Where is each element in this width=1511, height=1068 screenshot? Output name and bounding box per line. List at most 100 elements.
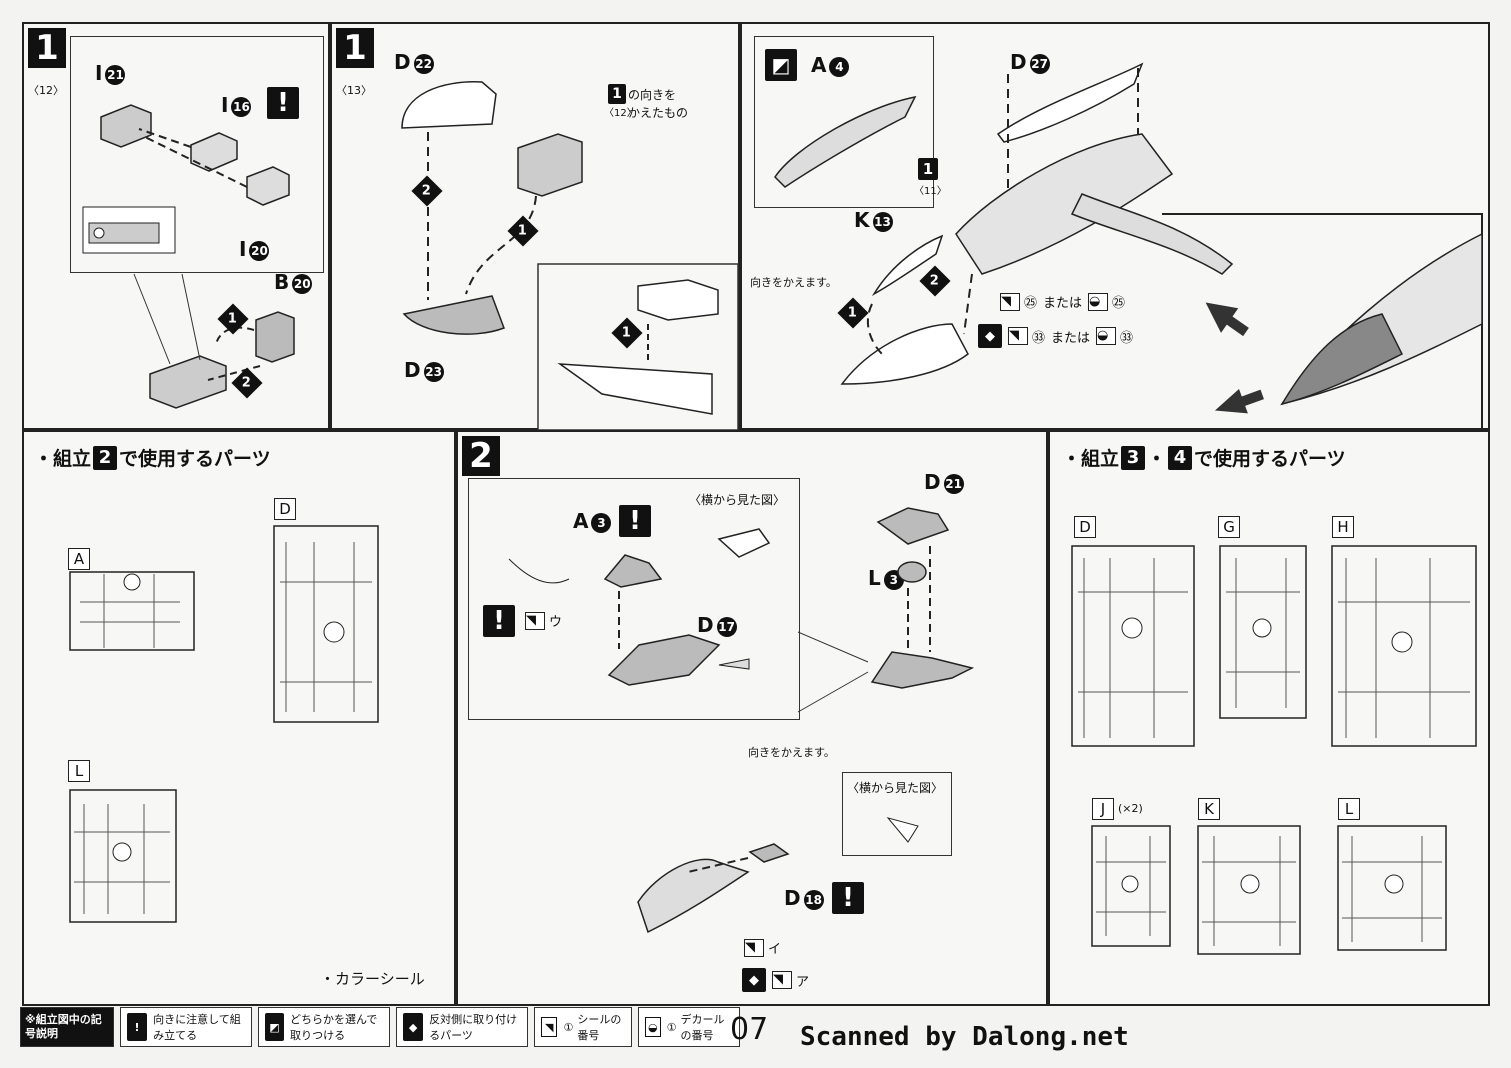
runner-drawings xyxy=(1071,545,1477,955)
decal-number: ㉕ xyxy=(1112,296,1126,311)
legend-item-choice: ◩ どちらかを選んで取りつける xyxy=(258,1007,390,1047)
exclamation-icon: ! xyxy=(267,87,299,119)
assembly-drawing xyxy=(401,81,739,431)
step-ref-badge: 1 xyxy=(608,84,626,104)
sticker-icon: ◥ xyxy=(525,611,545,630)
sticker-icon: ◥ xyxy=(1000,292,1020,311)
sticker-number: ㉝ xyxy=(1032,330,1046,346)
legend-item-mirror: ◆ 反対側に取り付けるパーツ xyxy=(396,1007,528,1047)
decal-icon: ◒ xyxy=(1096,327,1117,345)
legend-text: 反対側に取り付けるパーツ xyxy=(429,1013,518,1042)
side-view-label: 〈横から見た図〉 xyxy=(847,781,944,795)
legend-num: ① xyxy=(666,1020,677,1034)
legend-text: シールの番号 xyxy=(577,1013,622,1042)
runner-label-k: K xyxy=(1198,798,1220,820)
symbol-legend: ※組立図中の記号説明 ! 向きに注意して組み立てる ◩ どちらかを選んで取りつけ… xyxy=(20,1007,775,1047)
exclamation-icon: ! xyxy=(832,882,864,914)
legend-text: デカールの番号 xyxy=(680,1013,725,1042)
orientation-note-line1: の向きを xyxy=(628,88,677,102)
sticker-icon: ◥ xyxy=(744,938,764,957)
mirror-icon: ◆ xyxy=(403,1013,424,1041)
color-seal-label: ・カラーシール xyxy=(320,970,425,988)
side-view-inset: 〈横から見た図〉 xyxy=(842,772,952,856)
or-text: または xyxy=(1051,330,1091,346)
runner-label-a: A xyxy=(68,548,90,570)
assembly-drawing xyxy=(82,104,290,254)
turn-note: 向きをかえます。 xyxy=(750,276,837,289)
legend-title: ※組立図中の記号説明 xyxy=(20,1007,114,1047)
runner-label-j: J xyxy=(1092,798,1114,820)
step-ref: 〈13〉 xyxy=(336,84,372,97)
decal-number: ㉝ xyxy=(1120,330,1134,346)
legend-item-decal: ◒ ① デカールの番号 xyxy=(638,1007,740,1047)
step-ref: 〈12〉 xyxy=(28,84,64,97)
sticker-letter: ア xyxy=(796,974,810,990)
sticker-icon: ◥ xyxy=(541,1017,558,1037)
assembly-drawing xyxy=(133,273,295,409)
assembly-drawing xyxy=(840,62,1483,432)
runner-label-l: L xyxy=(68,760,90,782)
page-number: 07 xyxy=(730,1012,769,1047)
sticker-icon: ◥ xyxy=(772,971,792,989)
runner-drawings xyxy=(69,525,379,923)
legend-item-sticker: ◥ ① シールの番号 xyxy=(534,1007,632,1047)
legend-num: ① xyxy=(563,1020,574,1034)
step-number: 1 xyxy=(28,28,66,68)
step-ref: 〈11〉 xyxy=(914,186,947,197)
part-drawing xyxy=(774,95,917,188)
decal-icon: ◒ xyxy=(1088,292,1109,311)
decal-icon: ◒ xyxy=(645,1017,661,1037)
runner-label-g: G xyxy=(1218,516,1240,538)
sticker-note: ◥ ウ xyxy=(521,611,562,630)
orientation-note-ref: 〈12〉 xyxy=(604,108,637,119)
turn-note: 向きをかえます。 xyxy=(748,746,835,759)
legend-item-orientation: ! 向きに注意して組み立てる xyxy=(120,1007,252,1047)
assembly-drawing xyxy=(637,507,975,934)
sticker-letter: ウ xyxy=(549,615,563,630)
runner-label-d: D xyxy=(274,498,296,520)
sticker-letter: イ xyxy=(768,942,782,957)
sticker-note-i: ◥ イ xyxy=(744,938,781,957)
parts-used-step2-panel: ・組立 2 で使用するパーツ A D L ・カラーシール xyxy=(22,430,456,1006)
side-view-label: 〈横から見た図〉 xyxy=(689,493,786,507)
watermark: Scanned by Dalong.net xyxy=(800,1022,1129,1052)
sticker-note-a: ◆ ◥ ア xyxy=(742,968,809,992)
runner-label-d: D xyxy=(1074,516,1096,538)
parts-used-step34-panel: ・組立 3 ・ 4 で使用するパーツ D G H J (×2) K L xyxy=(1048,430,1490,1006)
exclamation-icon: ! xyxy=(619,505,651,537)
step-number: 1 xyxy=(336,28,374,68)
runner-j-count: (×2) xyxy=(1118,802,1143,815)
legend-text: どちらかを選んで取りつける xyxy=(289,1013,378,1042)
exclamation-icon: ! xyxy=(127,1013,148,1041)
choice-icon: ◩ xyxy=(765,49,797,81)
orientation-note-line2: かえたもの xyxy=(628,106,689,120)
section-title: ・組立 3 ・ 4 で使用するパーツ xyxy=(1062,445,1346,470)
section-title: ・組立 2 で使用するパーツ xyxy=(34,445,271,470)
mirror-icon: ◆ xyxy=(742,968,766,992)
choice-icon: ◩ xyxy=(265,1013,284,1041)
runner-label-h: H xyxy=(1332,516,1354,538)
or-text: または xyxy=(1043,296,1083,311)
sticker-icon: ◥ xyxy=(1008,327,1028,345)
runner-label-l: L xyxy=(1338,798,1360,820)
